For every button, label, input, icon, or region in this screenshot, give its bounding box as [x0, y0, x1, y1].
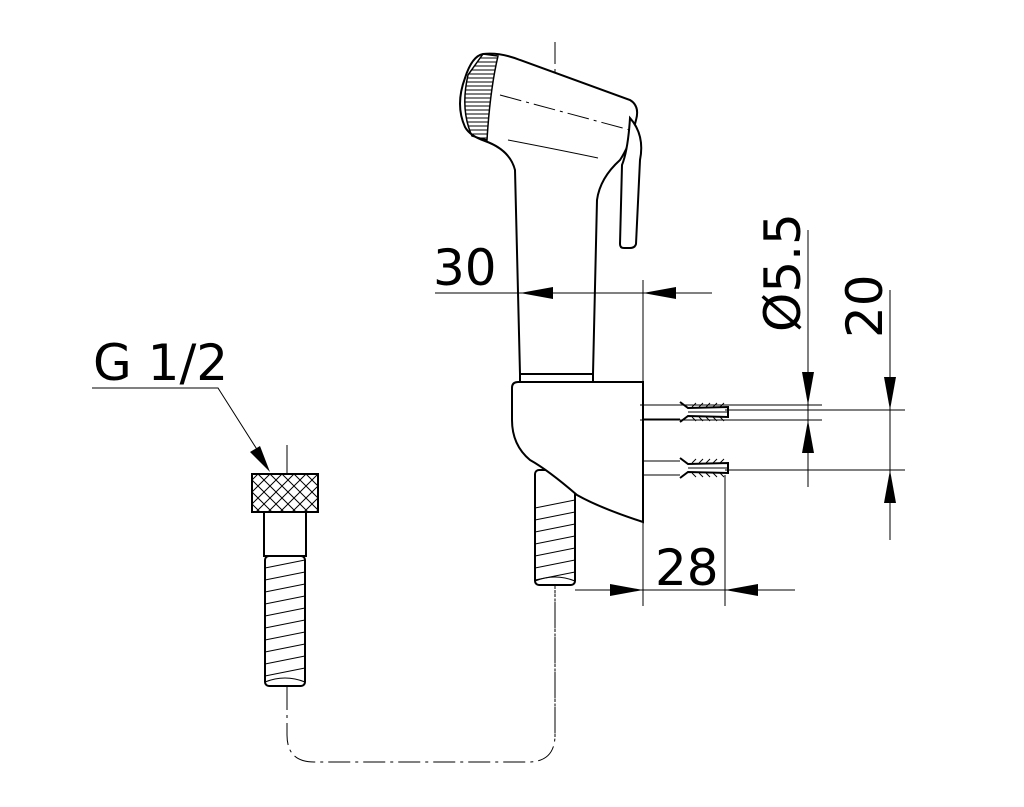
plug-rib: [712, 458, 718, 464]
hose-coil: [264, 643, 306, 653]
plug-rib: [712, 472, 718, 478]
arrowhead: [725, 584, 758, 596]
hose-coil: [264, 631, 306, 641]
plug-rib: [691, 458, 697, 464]
hose-connection-nut: [251, 473, 319, 557]
hose-coil: [264, 655, 306, 665]
arrowhead: [520, 287, 553, 299]
hose-coil: [264, 583, 306, 593]
hose-coil: [264, 667, 306, 677]
hand-shower-head: [459, 52, 643, 383]
plug-rib: [691, 472, 697, 478]
hose-coil: [534, 559, 576, 569]
hose-coil: [534, 499, 576, 509]
thread-leader-line: [92, 387, 266, 463]
hose-coil: [534, 511, 576, 521]
plug-rib: [705, 472, 711, 478]
wall-plugs: [643, 401, 729, 479]
hose-coil: [534, 523, 576, 533]
hose-coil: [264, 619, 306, 629]
plug-rib: [719, 472, 725, 478]
hose-end: [534, 576, 576, 582]
handset-collar: [519, 373, 594, 383]
hose-coil: [264, 595, 306, 605]
dimension-28: 28: [655, 539, 719, 597]
dimension-diameter-5-5: Ø5.5: [754, 213, 812, 332]
hose-end: [264, 677, 306, 683]
spray-face: [464, 53, 499, 141]
arrowhead: [884, 377, 896, 410]
arrowhead: [802, 420, 814, 453]
arrowhead: [643, 287, 676, 299]
dimension-20: 20: [836, 274, 894, 338]
plug-rib: [698, 458, 704, 464]
plug-rib: [698, 472, 704, 478]
flexible-hose-right: [534, 469, 576, 586]
thread-size-label: G 1/2: [93, 334, 228, 392]
hose-coil: [264, 559, 306, 569]
hose-route-centerline: [286, 590, 556, 763]
hose-coil: [264, 571, 306, 581]
hose-coil: [264, 607, 306, 617]
trigger-lever: [618, 115, 643, 249]
arrowhead: [250, 446, 270, 472]
arrowhead: [610, 584, 643, 596]
dimension-30: 30: [433, 239, 497, 297]
plug-rib: [719, 458, 725, 464]
wall-bracket: [511, 381, 644, 524]
flexible-hose-left: [264, 555, 306, 687]
arrowhead: [802, 372, 814, 405]
hose-coil: [534, 547, 576, 557]
hose-coil: [534, 535, 576, 545]
plug-rib: [705, 458, 711, 464]
arrowhead: [884, 470, 896, 503]
